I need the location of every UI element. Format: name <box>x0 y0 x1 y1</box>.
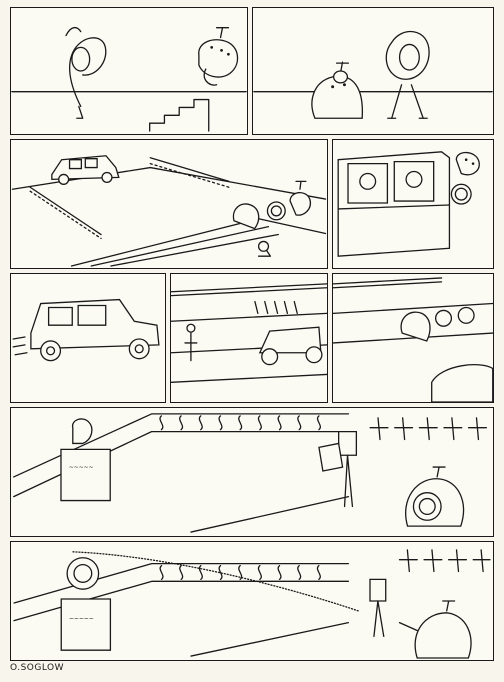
panel-2 <box>252 7 494 135</box>
floor-line <box>191 623 348 656</box>
soldier-row <box>370 418 486 440</box>
far-road-edge <box>12 168 325 200</box>
panel-7 <box>332 273 494 403</box>
throw-trajectory <box>73 552 358 611</box>
panel-4-art <box>333 140 493 268</box>
guard-figure <box>319 432 356 507</box>
floor-line <box>191 497 349 532</box>
round-robed-figure <box>312 62 362 118</box>
road-lines <box>333 304 493 343</box>
distant-car <box>52 156 119 185</box>
troop-column-left <box>30 187 101 238</box>
figure-standing <box>185 324 197 360</box>
stair-figure <box>199 28 238 85</box>
svg-text:~~~~~: ~~~~~ <box>69 465 94 471</box>
figure-with-wreath <box>451 153 479 204</box>
soldier-row <box>255 302 297 314</box>
robed-figure-with-wreath <box>406 467 464 526</box>
panel-3-art <box>11 140 327 268</box>
bust-with-wreath: ~~~~~ <box>61 558 110 650</box>
panel-5 <box>10 273 166 403</box>
panel-8: ~~~~~ <box>10 407 494 537</box>
balustrade-top <box>171 284 327 292</box>
procession-figures <box>233 181 310 228</box>
panel-3 <box>10 139 328 269</box>
swirl-figure <box>66 28 106 119</box>
artist-signature: O.SOGLOW <box>10 663 65 673</box>
carriage <box>338 152 449 256</box>
guard-figure <box>370 579 386 636</box>
panel-6-art <box>171 274 327 402</box>
panel-9: ~~~~~ <box>10 541 494 661</box>
balustrade <box>14 564 348 621</box>
speed-lines <box>13 337 27 355</box>
car-edge <box>432 365 493 402</box>
bust-pedestal: ~~~~~ <box>61 419 110 501</box>
panel-1-art <box>11 8 247 134</box>
wreath-on-ground <box>259 241 271 256</box>
robed-figure <box>401 307 474 340</box>
car <box>31 300 159 361</box>
troop-column-right <box>150 158 229 188</box>
panel-9-art: ~~~~~ <box>11 542 493 660</box>
panel-8-art: ~~~~~ <box>11 408 493 536</box>
swirl-figure-walking <box>386 32 429 119</box>
balustrade <box>14 414 349 497</box>
panel-7-art <box>333 274 493 402</box>
svg-text:~~~~~: ~~~~~ <box>69 617 94 623</box>
car-approaching <box>260 327 322 364</box>
panel-6 <box>170 273 328 403</box>
panel-1 <box>10 7 248 135</box>
panel-4 <box>332 139 494 269</box>
balustrade-top <box>333 278 441 284</box>
soldier-row <box>400 550 490 572</box>
stairs <box>150 100 209 132</box>
panel-2-art <box>253 8 493 134</box>
robed-figure-throwing <box>400 601 472 658</box>
panel-5-art <box>11 274 165 402</box>
